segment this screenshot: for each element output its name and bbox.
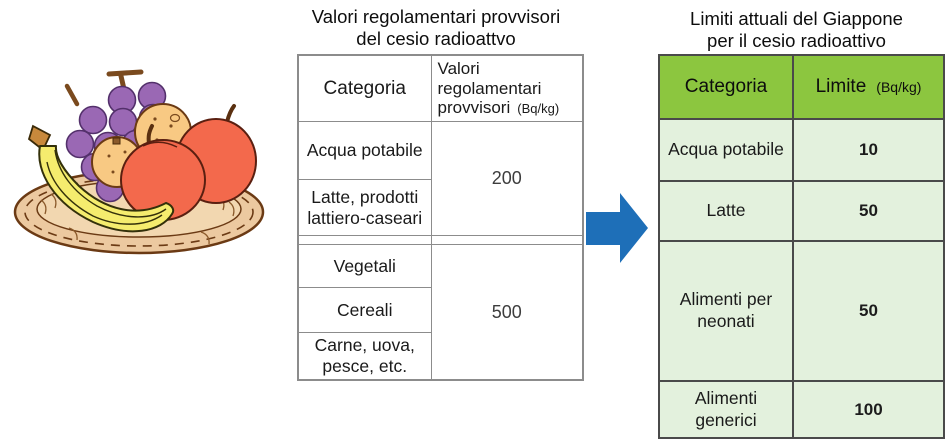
category-cell: Latte (658, 180, 794, 242)
apple-front (120, 124, 206, 221)
table-row: Acqua potabile 200 (297, 121, 584, 237)
current-limit-header: Limite (Bq/kg) (792, 54, 945, 120)
value-cell: 200 (430, 121, 584, 237)
provisional-value-header: Valori regolamentari provvisori(Bq/kg) (430, 54, 584, 123)
current-unit-label: (Bq/kg) (876, 79, 922, 95)
value-cell: 50 (792, 240, 945, 382)
section-gap-cell (430, 235, 584, 246)
section-gap-row (297, 235, 584, 246)
category-cell: Acqua potabile (297, 121, 432, 181)
table-row: Latte, prodotti lattiero-caseari (297, 179, 583, 237)
provisional-table-title: Valori regolamentari provvisori del cesi… (278, 6, 594, 50)
provisional-title-line2: del cesio radioattvo (356, 27, 516, 49)
value-header-line2: regolamentari (437, 78, 542, 98)
value-cell: 10 (792, 118, 945, 182)
table-row: Cereali (297, 287, 583, 334)
provisional-table: Categoria Valori regolamentari provvisor… (297, 54, 584, 382)
table-row: Latte 50 (658, 180, 945, 242)
category-cell: Alimenti per neonati (658, 240, 794, 382)
current-category-header: Categoria (658, 54, 794, 120)
category-cell: Latte, prodotti lattiero-caseari (297, 179, 432, 237)
category-cell: Alimenti generici (658, 380, 794, 439)
limit-label: Limite (815, 76, 867, 97)
table-row: Vegetali 500 (297, 244, 584, 381)
current-table-title: Limiti attuali del Giappone per il cesio… (643, 8, 950, 52)
current-limits-table: Categoria Limite (Bq/kg) Acqua potabile 1… (658, 54, 945, 439)
category-cell: Carne, uova, pesce, etc. (297, 332, 432, 381)
category-cell: Acqua potabile (658, 118, 794, 182)
right-arrow-icon (586, 193, 648, 263)
category-cell: Cereali (297, 287, 432, 334)
provisional-header-row: Categoria Valori regolamentari provvisor… (297, 54, 584, 123)
transition-arrow (586, 189, 650, 267)
current-title-line1: Limiti attuali del Giappone (690, 8, 903, 29)
provisional-title-line1: Valori regolamentari provvisori (311, 6, 561, 27)
value-header-line3: provvisori(Bq/kg) (437, 98, 560, 118)
category-cell: Vegetali (297, 244, 432, 289)
section-gap-cell (297, 235, 432, 246)
value-cell: 500 (430, 244, 584, 381)
value-cell: 100 (792, 380, 945, 439)
provisional-category-header: Categoria (297, 54, 432, 123)
table-row: Alimenti generici 100 (658, 380, 945, 439)
current-title-line2: per il cesio radioattivo (707, 29, 886, 51)
table-row: Acqua potabile 10 (658, 118, 945, 182)
value-cell: 50 (792, 180, 945, 242)
fruit-basket-illustration (5, 62, 275, 297)
bananas (27, 124, 175, 233)
fruit-basket-icon (13, 69, 265, 255)
table-row: Alimenti per neonati 50 (658, 240, 945, 382)
provisional-unit-label: (Bq/kg) (517, 101, 560, 117)
table-row: Carne, uova, pesce, etc. (297, 332, 583, 381)
value-header-line1: Valori (437, 59, 480, 78)
current-header-row: Categoria Limite (Bq/kg) (658, 54, 945, 120)
